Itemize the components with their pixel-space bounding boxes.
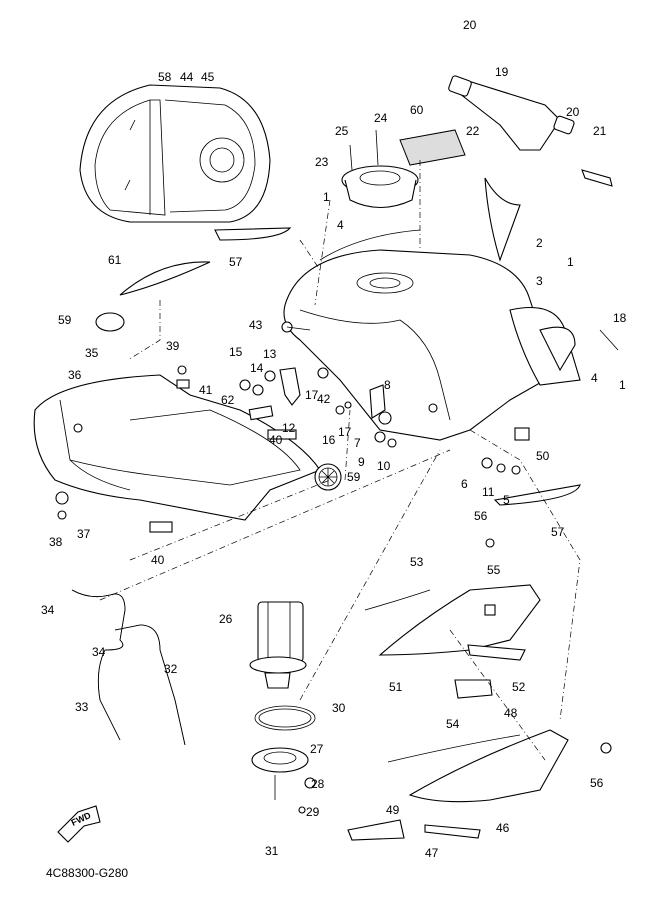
side-panel-51 <box>364 584 541 699</box>
callout-41: 41 <box>199 383 213 397</box>
side-cover-top-right <box>448 75 613 187</box>
strip-57-right <box>493 484 581 506</box>
callout-4: 4 <box>337 218 344 232</box>
damper-62 <box>248 405 274 421</box>
grommet-59 <box>95 312 125 332</box>
label-sticker-60 <box>399 129 466 166</box>
callout-17: 17 <box>305 388 319 402</box>
callout-45: 45 <box>201 70 215 84</box>
callout-23: 23 <box>315 155 329 169</box>
callout-29: 29 <box>306 805 320 819</box>
callout-37: 37 <box>77 527 91 541</box>
callout-57: 57 <box>229 255 243 269</box>
damper-40 <box>267 429 297 440</box>
callout-1: 1 <box>323 190 330 204</box>
callout-39: 39 <box>166 339 180 353</box>
callout-15: 15 <box>229 345 243 359</box>
callout-17: 17 <box>338 425 352 439</box>
fuel-tank <box>283 229 581 441</box>
callout-4: 4 <box>591 371 598 385</box>
side-panel-46 <box>347 729 569 841</box>
callout-40: 40 <box>269 433 283 447</box>
callout-52: 52 <box>512 680 526 694</box>
fuel-pump <box>249 601 316 814</box>
callout-14: 14 <box>250 361 264 375</box>
callout-44: 44 <box>180 70 194 84</box>
callout-30: 30 <box>332 701 346 715</box>
callout-46: 46 <box>496 821 510 835</box>
callout-19: 19 <box>495 65 509 79</box>
callout-48: 48 <box>504 706 518 720</box>
callout-62: 62 <box>221 393 235 407</box>
callout-3: 3 <box>536 274 543 288</box>
fuel-cap <box>341 129 419 208</box>
callout-33: 33 <box>75 700 89 714</box>
callout-20: 20 <box>463 18 477 32</box>
callout-34: 34 <box>41 603 55 617</box>
callout-53: 53 <box>410 555 424 569</box>
callout-11: 11 <box>482 485 495 499</box>
callout-40: 40 <box>151 553 165 567</box>
bolts-and-brackets <box>55 321 619 754</box>
callout-32: 32 <box>164 662 178 676</box>
side-cover-35 <box>33 374 321 521</box>
fwd-arrow-icon: FWD <box>57 805 101 843</box>
callout-10: 10 <box>377 459 391 473</box>
tank-cover-top-view <box>79 84 271 223</box>
callout-36: 36 <box>68 368 82 382</box>
callout-49: 49 <box>386 803 400 817</box>
callout-55: 55 <box>487 563 501 577</box>
callout-12: 12 <box>282 421 296 435</box>
grommet-59-wheel <box>314 463 342 491</box>
callout-60: 60 <box>410 103 424 117</box>
callout-56: 56 <box>590 776 604 790</box>
callout-27: 27 <box>310 742 324 756</box>
callout-50: 50 <box>536 449 550 463</box>
callout-54: 54 <box>446 717 460 731</box>
callout-16: 16 <box>322 433 336 447</box>
callout-43: 43 <box>249 318 263 332</box>
callout-25: 25 <box>335 124 349 138</box>
callout-18: 18 <box>613 311 627 325</box>
decal-2 <box>484 177 521 262</box>
callout-2: 2 <box>536 236 543 250</box>
diagram-part-code: 4C88300-G280 <box>46 866 129 880</box>
callout-59: 59 <box>347 470 361 484</box>
callout-26: 26 <box>219 612 233 626</box>
callout-22: 22 <box>466 124 480 138</box>
callout-9: 9 <box>358 455 365 469</box>
assembly-lines <box>99 160 581 761</box>
callout-35: 35 <box>85 346 99 360</box>
callout-6: 6 <box>461 477 468 491</box>
callout-13: 13 <box>263 347 277 361</box>
callout-61: 61 <box>108 253 122 267</box>
callout-38: 38 <box>49 535 63 549</box>
callout-59: 59 <box>58 313 72 327</box>
callout-1: 1 <box>619 378 626 392</box>
hoses <box>71 589 186 746</box>
damper-40-lower <box>149 521 173 533</box>
callout-56: 56 <box>474 509 488 523</box>
callout-34: 34 <box>92 645 106 659</box>
callout-47: 47 <box>425 846 439 860</box>
callout-8: 8 <box>384 378 391 392</box>
callout-58: 58 <box>158 70 172 84</box>
callout-20: 20 <box>566 105 580 119</box>
decal-61 <box>119 261 211 296</box>
callout-21: 21 <box>593 124 607 138</box>
callout-7: 7 <box>354 436 361 450</box>
callout-1: 1 <box>567 255 574 269</box>
callout-5: 5 <box>503 493 510 507</box>
callout-51: 51 <box>389 680 403 694</box>
callout-31: 31 <box>265 844 279 858</box>
callout-24: 24 <box>374 111 388 125</box>
callout-28: 28 <box>311 777 325 791</box>
callout-42: 42 <box>317 392 331 406</box>
strip-57-top <box>214 227 292 241</box>
callout-57: 57 <box>551 525 565 539</box>
